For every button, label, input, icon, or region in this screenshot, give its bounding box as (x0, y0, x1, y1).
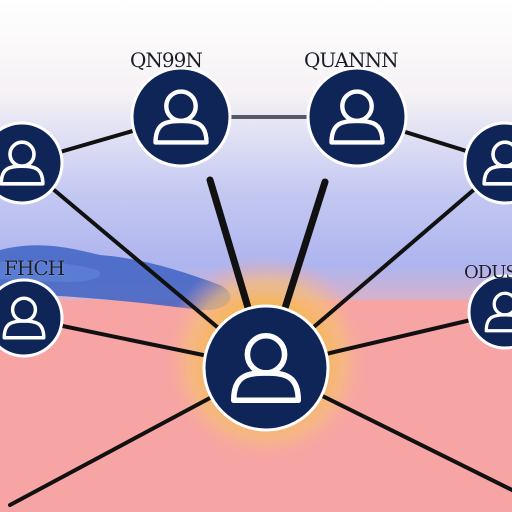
person-icon (482, 140, 512, 186)
label-mid-left: FHCH (4, 256, 65, 280)
node-top-left (130, 66, 232, 168)
node-right (463, 121, 512, 205)
label-top-left: QN99N (130, 48, 203, 72)
node-top-right (306, 66, 408, 168)
node-lower-left (0, 278, 64, 358)
label-mid-right: ODUS (464, 262, 512, 283)
person-icon (484, 291, 512, 333)
node-center (202, 304, 330, 432)
label-top-right: QUANNN (304, 48, 399, 72)
person-icon (0, 140, 45, 186)
node-left (0, 121, 64, 205)
person-icon (2, 296, 46, 340)
cloud-band (0, 245, 231, 311)
person-icon (230, 332, 302, 404)
person-icon (329, 89, 385, 145)
person-icon (153, 89, 209, 145)
node-lower-right (467, 274, 512, 350)
